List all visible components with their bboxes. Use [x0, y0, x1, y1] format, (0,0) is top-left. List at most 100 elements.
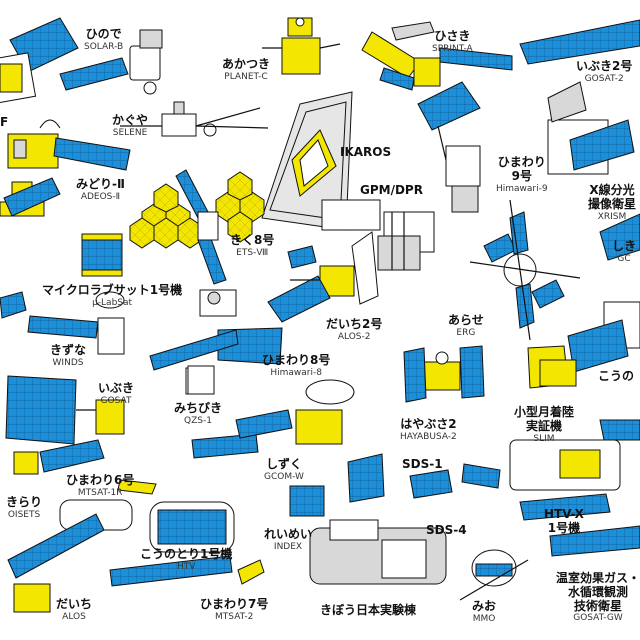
label-himawari7: ひまわり7号 MTSAT-2	[200, 597, 268, 622]
label-sds1: SDS-1	[402, 457, 443, 472]
label-sds1-jp: SDS-1	[402, 457, 443, 471]
label-microlab-en: μ-LabSat	[92, 297, 133, 308]
label-arase-en: ERG	[456, 327, 476, 338]
arase-drawing	[469, 199, 581, 341]
label-daichi2: だいち2号 ALOS-2	[326, 317, 383, 342]
label-daichi-en: ALOS	[62, 611, 86, 622]
label-shizuku-jp: しずく	[266, 457, 302, 471]
himawari7-drawing	[109, 555, 265, 587]
gpm-dpr-drawing	[321, 199, 435, 271]
label-kibo-jp: きぼう日本実験棟	[320, 603, 417, 617]
label-daichi: だいち ALOS	[56, 597, 92, 622]
label-ibuki2-jp: いぶき2号	[576, 59, 633, 73]
label-hisaki-jp: ひさき	[434, 29, 471, 43]
kiku8-drawing	[129, 169, 265, 285]
label-daichi2-en: ALOS-2	[337, 331, 371, 342]
daichi-drawing	[7, 513, 105, 613]
label-hisaki: ひさき SPRINT-A	[432, 29, 473, 54]
label-reimei-en: INDEX	[273, 541, 303, 552]
label-midori2: みどり-Ⅱ ADEOS-Ⅱ	[76, 177, 125, 202]
label-himawari6-jp: ひまわり6号	[66, 473, 135, 487]
label-sds4: SDS-4	[426, 523, 467, 538]
label-kounotori-partial: こうの	[598, 369, 634, 384]
label-himawari6-en: MTSAT-1R	[77, 487, 123, 498]
label-himawari8-en: Himawari-8	[270, 367, 322, 378]
label-daichi2-jp: だいち2号	[326, 317, 383, 331]
label-kaguya: かぐや SELENE	[112, 113, 149, 138]
label-michibiki: みちびき QZS-1	[174, 401, 222, 426]
label-himawari9-jp: ひまわり	[497, 155, 546, 169]
hayabusa2-drawing	[403, 345, 485, 403]
label-ikaros-jp: IKAROS	[340, 145, 392, 159]
label-gosatgw-jp: 温室効果ガス・	[556, 571, 640, 585]
label-slim-en: SLIM	[533, 433, 555, 444]
label-kirari-jp: きらり	[6, 495, 43, 509]
hisaki-drawing	[361, 21, 513, 91]
label-kiku8-jp: きく8号	[230, 233, 275, 247]
label-f-partial-jp: F	[0, 115, 9, 129]
label-shiki-partial-en: GC	[617, 253, 631, 264]
label-kaguya-jp: かぐや	[112, 113, 149, 127]
label-gpm: GPM/DPR	[360, 183, 423, 198]
akatsuki-drawing	[262, 17, 341, 75]
unnamed-dish-sat	[199, 289, 283, 365]
label-shiki-partial: しき GC	[612, 239, 637, 264]
label-xrism: X線分光 撮像衛星 XRISM	[588, 183, 636, 222]
midori2-drawing	[0, 119, 131, 217]
label-ibuki-en: GOSAT	[100, 395, 132, 406]
sds1-drawing	[347, 453, 501, 503]
slim-drawing	[539, 359, 577, 387]
label-shizuku: しずく GCOM-W	[264, 457, 304, 482]
label-himawari7-en: MTSAT-2	[215, 611, 254, 622]
kaguya-drawing	[120, 101, 269, 137]
label-kibo: きぼう日本実験棟	[320, 603, 417, 618]
label-kizuna: きずな WINDS	[50, 343, 87, 368]
label-hinode-jp: ひので	[85, 27, 122, 41]
label-akatsuki-jp: あかつき	[222, 57, 271, 71]
kibo-drawing	[309, 519, 447, 585]
label-gosatgw-en: GOSAT-GW	[573, 613, 623, 624]
label-gosatgw-jp2: 水循環観測	[568, 584, 629, 599]
hinode-drawing	[59, 29, 163, 95]
label-himawari8: ひまわり8号 Himawari-8	[262, 353, 331, 378]
label-microlab-jp: マイクロラブサット1号機	[42, 283, 183, 297]
label-himawari8-jp: ひまわり8号	[262, 353, 331, 367]
label-mio-jp: みお	[472, 599, 497, 613]
label-hayabusa2-jp: はやぶさ2	[400, 417, 457, 431]
label-shiki-partial-jp: しき	[612, 239, 637, 253]
label-kiku8: きく8号 ETS-Ⅷ	[230, 233, 275, 258]
label-ibuki-jp: いぶき	[98, 381, 135, 395]
label-shizuku-en: GCOM-W	[264, 471, 304, 482]
label-kirari: きらり OISETS	[6, 495, 43, 520]
label-akatsuki-en: PLANET-C	[224, 71, 268, 82]
himawari9-drawing	[417, 81, 481, 213]
label-arase: あらせ ERG	[448, 313, 484, 338]
label-hayabusa2: はやぶさ2 HAYABUSA-2	[400, 417, 457, 442]
label-reimei: れいめい INDEX	[264, 527, 312, 552]
label-gosatgw-jp3: 技術衛星	[574, 598, 623, 613]
label-michibiki-en: QZS-1	[184, 415, 212, 426]
kizuna-drawing	[0, 291, 125, 355]
label-hinode-en: SOLAR-B	[84, 41, 124, 52]
label-kirari-en: OISETS	[7, 509, 41, 520]
label-microlab: マイクロラブサット1号機 μ-LabSat	[42, 283, 183, 308]
label-htvx: HTV-X 1号機	[544, 507, 584, 536]
label-gpm-jp: GPM/DPR	[360, 183, 423, 197]
label-kaguya-en: SELENE	[112, 127, 148, 138]
michibiki-drawing	[187, 365, 259, 459]
label-midori2-en: ADEOS-Ⅱ	[80, 191, 121, 202]
gosat-gw-drawing	[549, 525, 640, 557]
label-kizuna-jp: きずな	[50, 343, 87, 357]
label-akatsuki: あかつき PLANET-C	[222, 57, 271, 82]
ibuki-drawing	[5, 375, 125, 445]
small-panel-left	[3, 177, 61, 217]
label-arase-jp: あらせ	[448, 313, 484, 327]
label-slim-jp2: 実証機	[526, 418, 563, 433]
htvx-drawing	[509, 419, 640, 521]
label-kounotori1: こうのとり1号機 HTV	[140, 547, 232, 572]
label-xrism-en: XRISM	[597, 211, 627, 222]
label-mio-en: MMO	[472, 613, 496, 624]
label-hisaki-en: SPRINT-A	[432, 43, 473, 54]
shizuku-drawing	[235, 379, 355, 445]
